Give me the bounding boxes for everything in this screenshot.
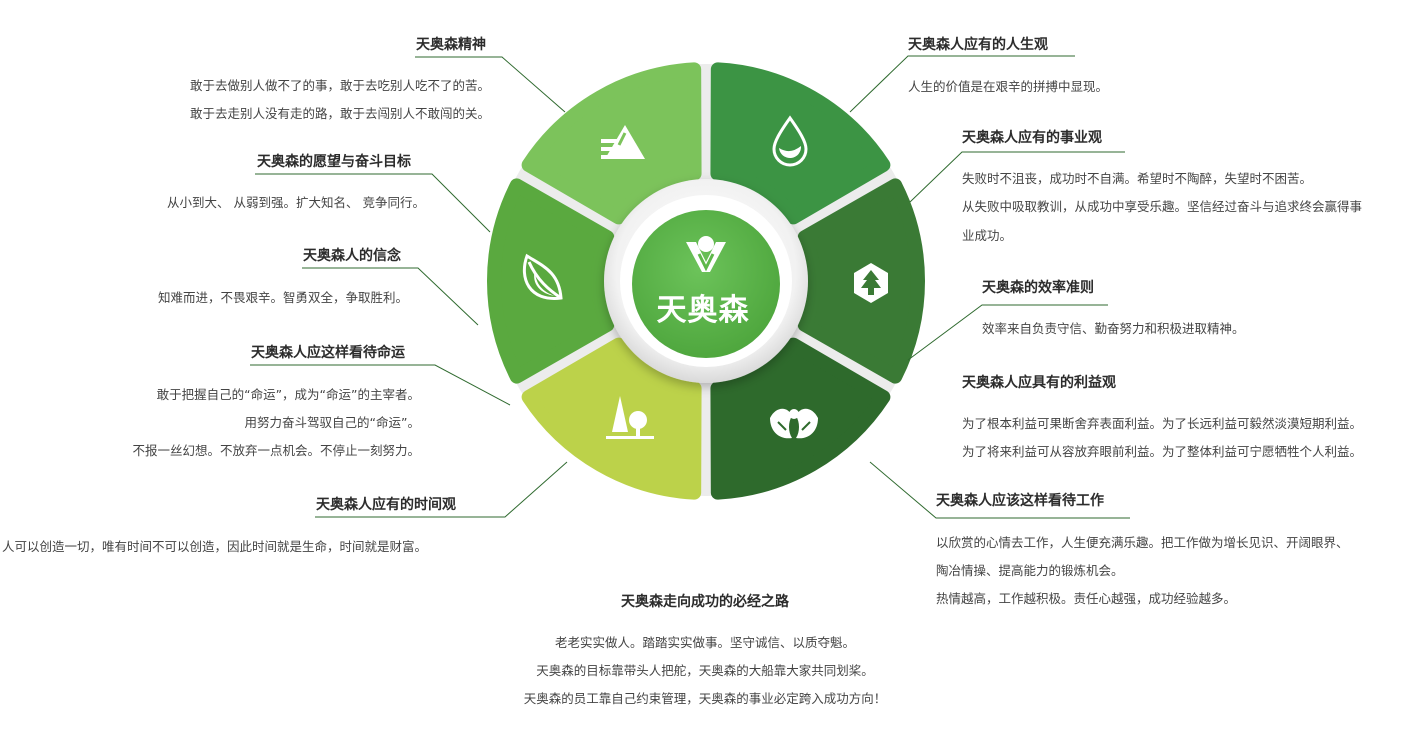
right-3-line-1: 效率来自负责守信、勤奋努力和积极进取精神。 (982, 321, 1245, 336)
left-2-title: 天奥森的愿望与奋斗目标 (257, 154, 411, 170)
right-5-line-3: 热情越高，工作越积极。责任心越强，成功经验越多。 (936, 591, 1237, 606)
left-1-title: 天奥森精神 (416, 37, 486, 53)
right-1-line-1: 人生的价值是在艰辛的拼搏中显现。 (908, 79, 1109, 94)
bottom-line-1: 老老实实做人。踏踏实实做事。坚守诚信、以质夺魁。 (554, 635, 855, 650)
connector-right-5 (869, 461, 1130, 519)
bottom-line-2: 天奥森的目标靠带头人把舵，天奥森的大船靠大家共同划桨。 (536, 663, 874, 678)
left-1-line-2: 敢于去走别人没有走的路，敢于去闯别人不敢闯的关。 (189, 106, 490, 121)
center-logo-text: 天奥森 (656, 293, 750, 328)
v-logo-icon (686, 236, 726, 272)
right-5-line-1: 以欣赏的心情去工作，人生便充满乐趣。把工作做为增长见识、开阔眼界、 (936, 535, 1349, 550)
stacked-lines-mountain-icon (601, 125, 645, 159)
right-3-title: 天奥森的效率准则 (982, 280, 1094, 296)
left-4-line-2: 用努力奋斗驾驭自己的“命运”。 (244, 415, 420, 430)
right-4-title: 天奥森人应具有的利益观 (962, 375, 1116, 391)
segment-top-right (710, 62, 891, 225)
left-1-line-1: 敢于去做别人做不了的事，敢于去吃别人吃不了的苦。 (189, 78, 490, 93)
bottom-title: 天奥森走向成功的必经之路 (621, 594, 789, 610)
right-4-line-2: 为了将来利益可从容放弃眼前利益。为了整体利益可宁愿牺牲个人利益。 (962, 444, 1363, 459)
segment-left (487, 178, 615, 384)
water-drop-icon (772, 115, 808, 167)
connector-right-3 (907, 304, 1108, 361)
left-5-title: 天奥森人应有的时间观 (316, 497, 456, 513)
left-4-line-3: 不报一丝幻想。不放弃一点机会。不停止一刻努力。 (132, 443, 420, 458)
right-2-line-1: 失败时不沮丧，成功时不自满。希望时不陶醉，失望时不困苦。 (962, 171, 1313, 186)
connector-left-5 (315, 461, 568, 518)
connector-left-3 (302, 267, 479, 326)
left-3-line-1: 知难而进，不畏艰辛。智勇双全，争取胜利。 (157, 290, 408, 305)
leaf-icon (522, 253, 563, 300)
right-5-title: 天奥森人应该这样看待工作 (936, 493, 1104, 509)
connector-right-2 (909, 151, 1125, 203)
segment-top-left (521, 62, 702, 225)
right-5-line-2: 陶冶情操、提高能力的锻炼机会。 (936, 563, 1124, 578)
left-3-title: 天奥森人的信念 (303, 248, 401, 264)
right-2-line-3: 业成功。 (962, 228, 1013, 243)
segment-bottom-left (521, 337, 702, 500)
connector-right-1 (849, 55, 1075, 113)
pine-tree-hexagon-icon (854, 263, 888, 303)
connector-left-2 (255, 173, 491, 233)
center-circle (632, 210, 780, 358)
connector-left-1 (415, 56, 566, 113)
eagle-wings-icon (770, 408, 818, 439)
tree-landscape-icon (606, 396, 654, 439)
left-4-title: 天奥森人应这样看待命运 (251, 345, 405, 361)
bottom-line-3: 天奥森的员工靠自己约束管理，天奥森的事业必定跨入成功方向！ (523, 691, 887, 706)
right-1-title: 天奥森人应有的人生观 (908, 37, 1048, 53)
connector-left-4 (250, 364, 511, 406)
left-2-line-1: 从小到大、 从弱到强。扩大知名、 竞争同行。 (167, 195, 425, 210)
right-2-title: 天奥森人应有的事业观 (962, 130, 1102, 146)
right-4-line-1: 为了根本利益可果断舍弃表面利益。为了长远利益可毅然淡漠短期利益。 (962, 416, 1363, 431)
left-4-line-1: 敢于把握自己的“命运”，成为“命运”的主宰者。 (156, 387, 420, 402)
left-5-line-1: 人可以创造一切，唯有时间不可以创造，因此时间就是生命，时间就是财富。 (2, 539, 428, 554)
right-2-line-2: 从失败中吸取教训，从成功中享受乐趣。坚信经过奋斗与追求终会赢得事 (962, 199, 1363, 214)
